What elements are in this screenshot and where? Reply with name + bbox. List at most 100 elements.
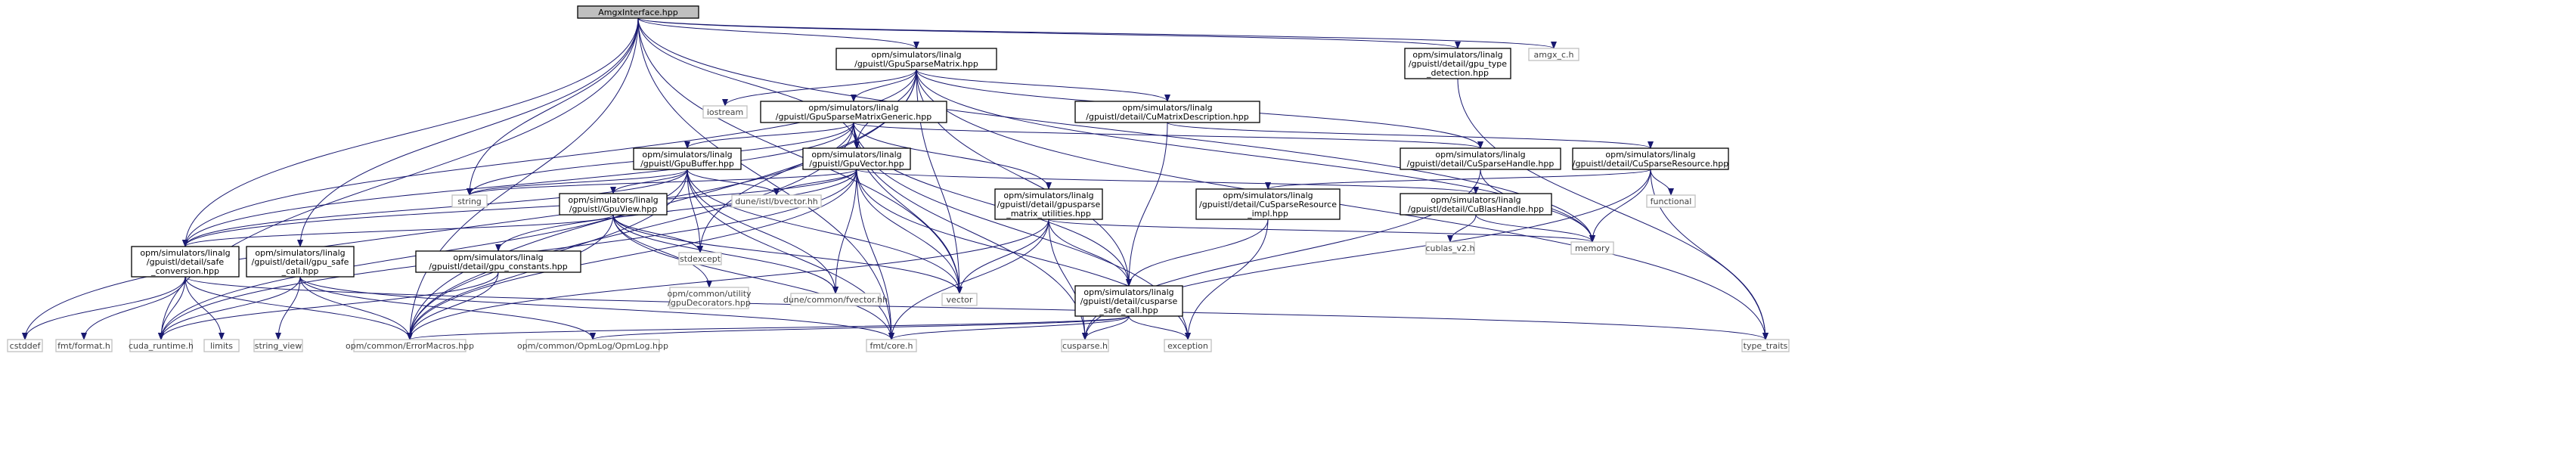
edge-safeconv-to-typetraits [184, 276, 1768, 340]
node-label-line: exception [1167, 341, 1208, 351]
node-vector: vector [941, 293, 978, 306]
node-label-line: /gpuistl/detail/gpu_safe [252, 257, 349, 267]
node-label-line: /gpuistl/detail/CuSparseHandle.hpp [1407, 159, 1555, 169]
node-box [760, 101, 947, 123]
node-label-line: /gpuistl/GpuBuffer.hpp [640, 159, 734, 169]
node-box [131, 246, 240, 278]
edge-gpusafe-to-opmlog [299, 276, 596, 340]
edge-cusparsesafe-to-cusparseh [1082, 315, 1130, 340]
node-gbuf[interactable]: opm/simulators/linalg/gpuistl/GpuBuffer.… [633, 147, 742, 170]
edge-cumd-to-cusr [1167, 122, 1654, 149]
node-gputype[interactable]: opm/simulators/linalg/gpuistl/detail/gpu… [1404, 48, 1511, 79]
edge-amgx-to-errmacros [407, 17, 639, 340]
node-stdexcept: stdexcept [678, 252, 722, 265]
edge-cumd-to-cusparsesafe [1126, 122, 1168, 287]
node-label-line: _call.hpp [281, 266, 319, 276]
node-fmtformat: fmt/format.h [55, 339, 113, 352]
node-cusparsesafe[interactable]: opm/simulators/linalg/gpuistl/detail/cus… [1074, 285, 1183, 317]
edge-amgx-to-amgxc [637, 17, 1557, 49]
edge-cusparsesafe-to-opmlog [590, 315, 1130, 340]
node-label-line: cstddef [10, 341, 42, 351]
node-label-line: opm/common/ErrorMacros.hpp [346, 341, 474, 351]
edge-amgx-to-cudaruntime [158, 17, 639, 340]
node-label-line: _detection.hpp [1426, 68, 1489, 78]
edge-safeconv-to-limits [184, 276, 225, 340]
edge-gsmg-to-safeconv [182, 122, 854, 247]
node-box [835, 48, 997, 70]
edge-gsm-to-typetraits [916, 69, 1768, 340]
edge-gconst-to-errmacros [407, 271, 499, 340]
node-box [633, 147, 742, 170]
node-cusri[interactable]: opm/simulators/linalg/gpuistl/detail/CuS… [1195, 188, 1341, 220]
node-label-line: functional [1651, 197, 1692, 206]
edge-gsmg-to-gbuf [684, 122, 854, 149]
node-cush[interactable]: opm/simulators/linalg/gpuistl/detail/CuS… [1400, 147, 1561, 170]
edge-gsm-to-gsmg [851, 69, 917, 102]
edge-gvec-to-string [467, 169, 857, 196]
node-cublasv2: cublas_v2.h [1425, 241, 1475, 255]
node-label-line: /gpuistl/GpuView.hpp [569, 204, 658, 214]
node-exception: exception [1164, 339, 1212, 352]
node-gsmg[interactable]: opm/simulators/linalg/gpuistl/GpuSparseM… [760, 101, 947, 123]
edge-gview-to-stdexcept [612, 214, 703, 253]
node-label-line: opm/simulators/linalg [1003, 191, 1093, 200]
edge-gview-to-vector [612, 214, 963, 294]
node-label-line: opm/simulators/linalg [871, 50, 961, 60]
node-label-line: string_view [255, 341, 302, 351]
node-label-line: fmt/format.h [57, 341, 110, 351]
edge-gvec-to-errmacros [407, 169, 857, 340]
node-gsm[interactable]: opm/simulators/linalg/gpuistl/GpuSparseM… [835, 48, 997, 70]
node-label-line: stdexcept [680, 254, 721, 264]
node-box [702, 105, 748, 119]
edge-amgx-to-safeconv [182, 17, 639, 247]
edge-cusparsesafe-to-errmacros [407, 315, 1130, 340]
node-label-line: /gpuistl/detail/CuSparseResource [1199, 200, 1337, 209]
node-cudaruntime: cuda_runtime.h [129, 339, 194, 352]
edge-cusparsesafe-to-exception [1128, 315, 1191, 340]
nodes-layer: AmgxInterface.hpp opm/simulators/linalg/g… [7, 5, 1790, 352]
node-safeconv[interactable]: opm/simulators/linalg/gpuistl/detail/saf… [131, 246, 240, 278]
node-label-line: /gpuistl/detail/CuMatrixDescription.hpp [1086, 112, 1249, 122]
node-label-line: /gpuistl/GpuSparseMatrix.hpp [854, 59, 978, 69]
node-errmacros: opm/common/ErrorMacros.hpp [346, 339, 474, 352]
edge-gsu-to-fmtcore [888, 219, 1049, 340]
edge-gview-to-safeconv [182, 214, 614, 247]
edge-gvec-to-vector [856, 169, 963, 294]
edge-gpusafe-to-fmtcore [299, 276, 894, 340]
edge-gvec-to-safeconv [182, 169, 857, 247]
node-label-line: opm/simulators/linalg [255, 248, 345, 258]
node-label-line: _impl.hpp [1247, 209, 1288, 219]
edge-gpusafe-to-errmacros [299, 276, 413, 340]
node-box [1400, 147, 1561, 170]
node-label-line: opm/common/OpmLog/OpmLog.hpp [517, 341, 668, 351]
edge-gbuf-to-fvector [687, 169, 839, 294]
node-cusr[interactable]: opm/simulators/linalg/gpuistl/detail/CuS… [1572, 147, 1729, 170]
node-label-line: opm/simulators/linalg [808, 103, 898, 113]
node-gconst[interactable]: opm/simulators/linalg/gpuistl/detail/gpu… [415, 250, 581, 273]
node-box [1646, 194, 1696, 208]
edge-gsu-to-memory [1048, 219, 1595, 243]
node-gview[interactable]: opm/simulators/linalg/gpuistl/GpuView.hp… [559, 193, 668, 216]
edge-cublh-to-memory [1475, 214, 1595, 243]
node-label-line: opm/simulators/linalg [1122, 103, 1212, 113]
node-box [941, 293, 978, 306]
edge-cusri-to-cusparsesafe [1126, 219, 1269, 287]
node-cublh[interactable]: opm/simulators/linalg/gpuistl/detail/CuB… [1400, 193, 1552, 216]
node-fvector: dune/common/fvector.hh [783, 293, 888, 306]
node-opmlog: opm/common/OpmLog/OpmLog.hpp [517, 339, 668, 352]
node-gsu[interactable]: opm/simulators/linalg/gpuistl/detail/gpu… [994, 188, 1103, 220]
node-box [1404, 48, 1511, 79]
node-label-line: opm/simulators/linalg [140, 248, 230, 258]
node-amgx[interactable]: AmgxInterface.hpp [577, 5, 699, 19]
node-label-line: /gpuistl/detail/CuBlasHandle.hpp [1408, 204, 1544, 214]
node-gpusafe[interactable]: opm/simulators/linalg/gpuistl/detail/gpu… [246, 246, 355, 278]
node-box [353, 339, 467, 352]
node-label-line: cuda_runtime.h [129, 341, 194, 351]
node-label-line: /gpuDecorators.hpp [668, 298, 751, 308]
node-cstddef: cstddef [7, 339, 43, 352]
edge-safeconv-to-cstddef [22, 276, 186, 340]
edge-safeconv-to-fmtformat [81, 276, 186, 340]
node-box [790, 293, 881, 306]
node-gvec[interactable]: opm/simulators/linalg/gpuistl/GpuVector.… [802, 147, 911, 170]
node-cumd[interactable]: opm/simulators/linalg/gpuistl/detail/CuM… [1074, 101, 1260, 123]
